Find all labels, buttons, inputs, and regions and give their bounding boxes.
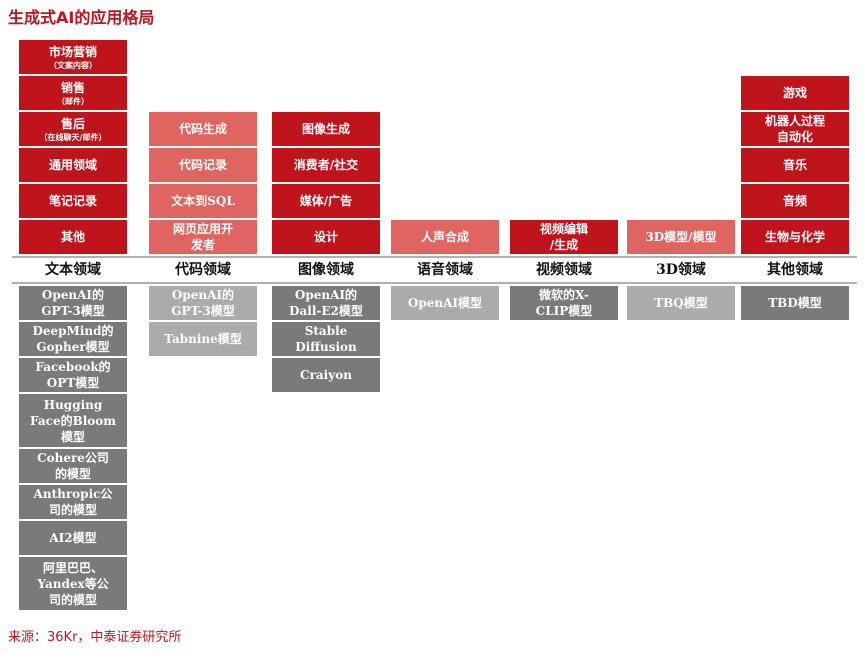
application-box: 其他 — [19, 220, 127, 254]
application-label: 视频编辑 /生成 — [539, 222, 588, 252]
application-box: 笔记记录 — [19, 184, 127, 218]
application-label: 音频 — [782, 194, 807, 208]
application-box: 售后（在线聊天/邮件） — [19, 112, 127, 146]
model-box: TBD模型 — [741, 286, 849, 320]
application-label: 音乐 — [782, 158, 807, 172]
application-stack: 人声合成 — [391, 220, 499, 254]
application-box: 设计 — [272, 220, 380, 254]
application-box: 人声合成 — [391, 220, 499, 254]
divider-bottom — [12, 282, 857, 284]
application-label: 网页应用开 发者 — [172, 222, 233, 252]
application-box: 通用领域 — [19, 148, 127, 182]
model-box: Stable Diffusion — [272, 322, 380, 356]
model-box: 微软的X- CLIP模型 — [510, 286, 618, 320]
source-note: 来源：36Kr，中泰证券研究所 — [8, 630, 182, 645]
application-label: 人声合成 — [420, 230, 469, 244]
application-box: 生物与化学 — [741, 220, 849, 254]
application-box: 音频 — [741, 184, 849, 218]
application-box: 图像生成 — [272, 112, 380, 146]
application-sublabel: （邮件） — [57, 96, 89, 106]
application-box: 视频编辑 /生成 — [510, 220, 618, 254]
application-label: 设计 — [313, 230, 338, 244]
application-box: 代码记录 — [149, 148, 257, 182]
category-label: 其他领域 — [767, 262, 823, 278]
category-label: 图像领域 — [298, 262, 354, 278]
model-box: Facebook的 OPT模型 — [19, 358, 127, 392]
model-box: Tabnine模型 — [149, 322, 257, 356]
application-box: 网页应用开 发者 — [149, 220, 257, 254]
application-box: 3D模型/模型 — [627, 220, 735, 254]
application-box: 文本到SQL — [149, 184, 257, 218]
model-stack: OpenAI模型 — [391, 286, 499, 320]
application-box: 音乐 — [741, 148, 849, 182]
model-box: TBQ模型 — [627, 286, 735, 320]
application-label: 销售 — [60, 81, 85, 95]
model-box: Craiyon — [272, 358, 380, 392]
divider-top — [12, 256, 857, 258]
application-label: 游戏 — [782, 86, 807, 100]
application-label: 其他 — [60, 230, 85, 244]
model-stack: 微软的X- CLIP模型 — [510, 286, 618, 320]
application-label: 机器人过程 自动化 — [764, 114, 825, 144]
application-box: 代码生成 — [149, 112, 257, 146]
application-box: 市场营销（文案内容） — [19, 40, 127, 74]
model-box: OpenAI的 Dall-E2模型 — [272, 286, 380, 320]
model-box: OpenAI模型 — [391, 286, 499, 320]
model-box: OpenAI的 GPT-3模型 — [149, 286, 257, 320]
application-label: 笔记记录 — [48, 194, 97, 208]
application-stack: 游戏机器人过程 自动化音乐音频生物与化学 — [741, 76, 849, 254]
application-label: 市场营销 — [48, 45, 97, 59]
category-label: 3D领域 — [656, 262, 706, 278]
model-box: Hugging Face的Bloom 模型 — [19, 394, 127, 447]
model-box: 阿里巴巴、 Yandex等公 司的模型 — [19, 557, 127, 610]
category-label: 视频领域 — [536, 262, 592, 278]
application-box: 消费者/社交 — [272, 148, 380, 182]
application-label: 文本到SQL — [171, 194, 235, 208]
model-box: OpenAI的 GPT-3模型 — [19, 286, 127, 320]
model-box: Cohere公司 的模型 — [19, 449, 127, 483]
application-stack: 市场营销（文案内容）销售（邮件）售后（在线聊天/邮件）通用领域笔记记录其他 — [19, 40, 127, 254]
category-label: 语音领域 — [417, 262, 473, 278]
model-stack: TBQ模型 — [627, 286, 735, 320]
application-sublabel: （文案内容） — [48, 60, 97, 70]
category-label: 文本领域 — [45, 262, 101, 278]
application-sublabel: （在线聊天/邮件） — [39, 132, 107, 142]
application-box: 机器人过程 自动化 — [741, 112, 849, 146]
category-label: 代码领域 — [175, 262, 231, 278]
application-label: 通用领域 — [48, 158, 97, 172]
application-label: 售后 — [60, 117, 85, 131]
model-box: DeepMind的 Gopher模型 — [19, 322, 127, 356]
application-label: 代码生成 — [178, 122, 227, 136]
application-stack: 图像生成消费者/社交媒体/广告设计 — [272, 112, 380, 254]
application-label: 3D模型/模型 — [645, 230, 717, 244]
application-stack: 视频编辑 /生成 — [510, 220, 618, 254]
application-label: 图像生成 — [301, 122, 350, 136]
application-box: 游戏 — [741, 76, 849, 110]
model-box: Anthropic公 司的模型 — [19, 485, 127, 519]
application-box: 媒体/广告 — [272, 184, 380, 218]
model-stack: TBD模型 — [741, 286, 849, 320]
application-label: 消费者/社交 — [293, 158, 359, 172]
application-stack: 3D模型/模型 — [627, 220, 735, 254]
application-label: 生物与化学 — [764, 230, 825, 244]
application-stack: 代码生成代码记录文本到SQL 网页应用开 发者 — [149, 112, 257, 254]
application-box: 销售（邮件） — [19, 76, 127, 110]
diagram-title: 生成式AI的应用格局 — [8, 8, 155, 27]
model-box: AI2模型 — [19, 521, 127, 555]
application-label: 媒体/广告 — [299, 194, 353, 208]
application-label: 代码记录 — [178, 158, 227, 172]
